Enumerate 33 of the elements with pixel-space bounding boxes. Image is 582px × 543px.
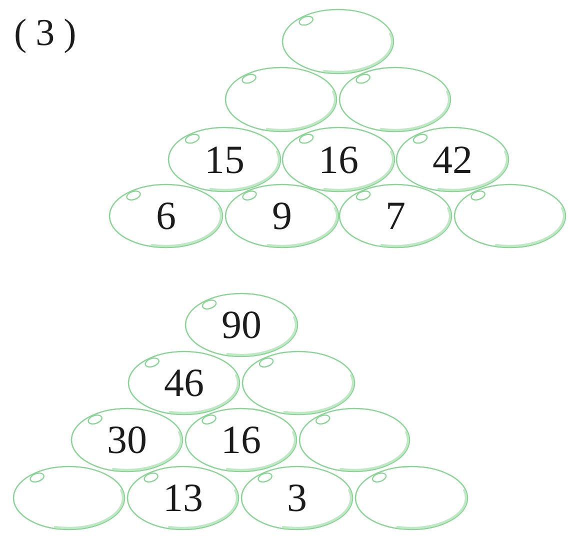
number: 3: [287, 478, 307, 518]
number: 90: [222, 305, 262, 345]
number: 30: [107, 420, 147, 460]
number: 6: [156, 196, 176, 236]
number-bubble: [126, 465, 240, 531]
number-bubble: [240, 465, 354, 531]
number-bubble: [395, 126, 510, 193]
number-bubble: [281, 126, 396, 193]
answer-bubble: [338, 66, 452, 133]
number: 13: [163, 478, 203, 518]
problem-number: (3): [14, 14, 86, 52]
number-bubble: [70, 407, 184, 473]
number: 9: [272, 196, 292, 236]
number: 15: [204, 140, 244, 180]
number-bubble: [167, 126, 282, 193]
number-bubble: [184, 407, 298, 473]
answer-bubble: [298, 407, 411, 473]
answer-bubble: [281, 8, 395, 75]
answer-bubble: [453, 183, 567, 249]
number: 16: [221, 420, 261, 460]
number-bubble: [224, 183, 340, 249]
number-bubble: [338, 183, 453, 249]
number-bubble: [108, 183, 224, 249]
number: 7: [386, 196, 406, 236]
answer-bubble: [241, 350, 356, 416]
number: 16: [318, 140, 358, 180]
number: 42: [432, 140, 472, 180]
number-bubble: [127, 350, 241, 416]
answer-bubble: [354, 465, 469, 531]
answer-bubble: [12, 465, 126, 531]
number-bubble: [184, 292, 299, 358]
number: 46: [164, 363, 204, 403]
answer-bubble: [224, 66, 338, 133]
